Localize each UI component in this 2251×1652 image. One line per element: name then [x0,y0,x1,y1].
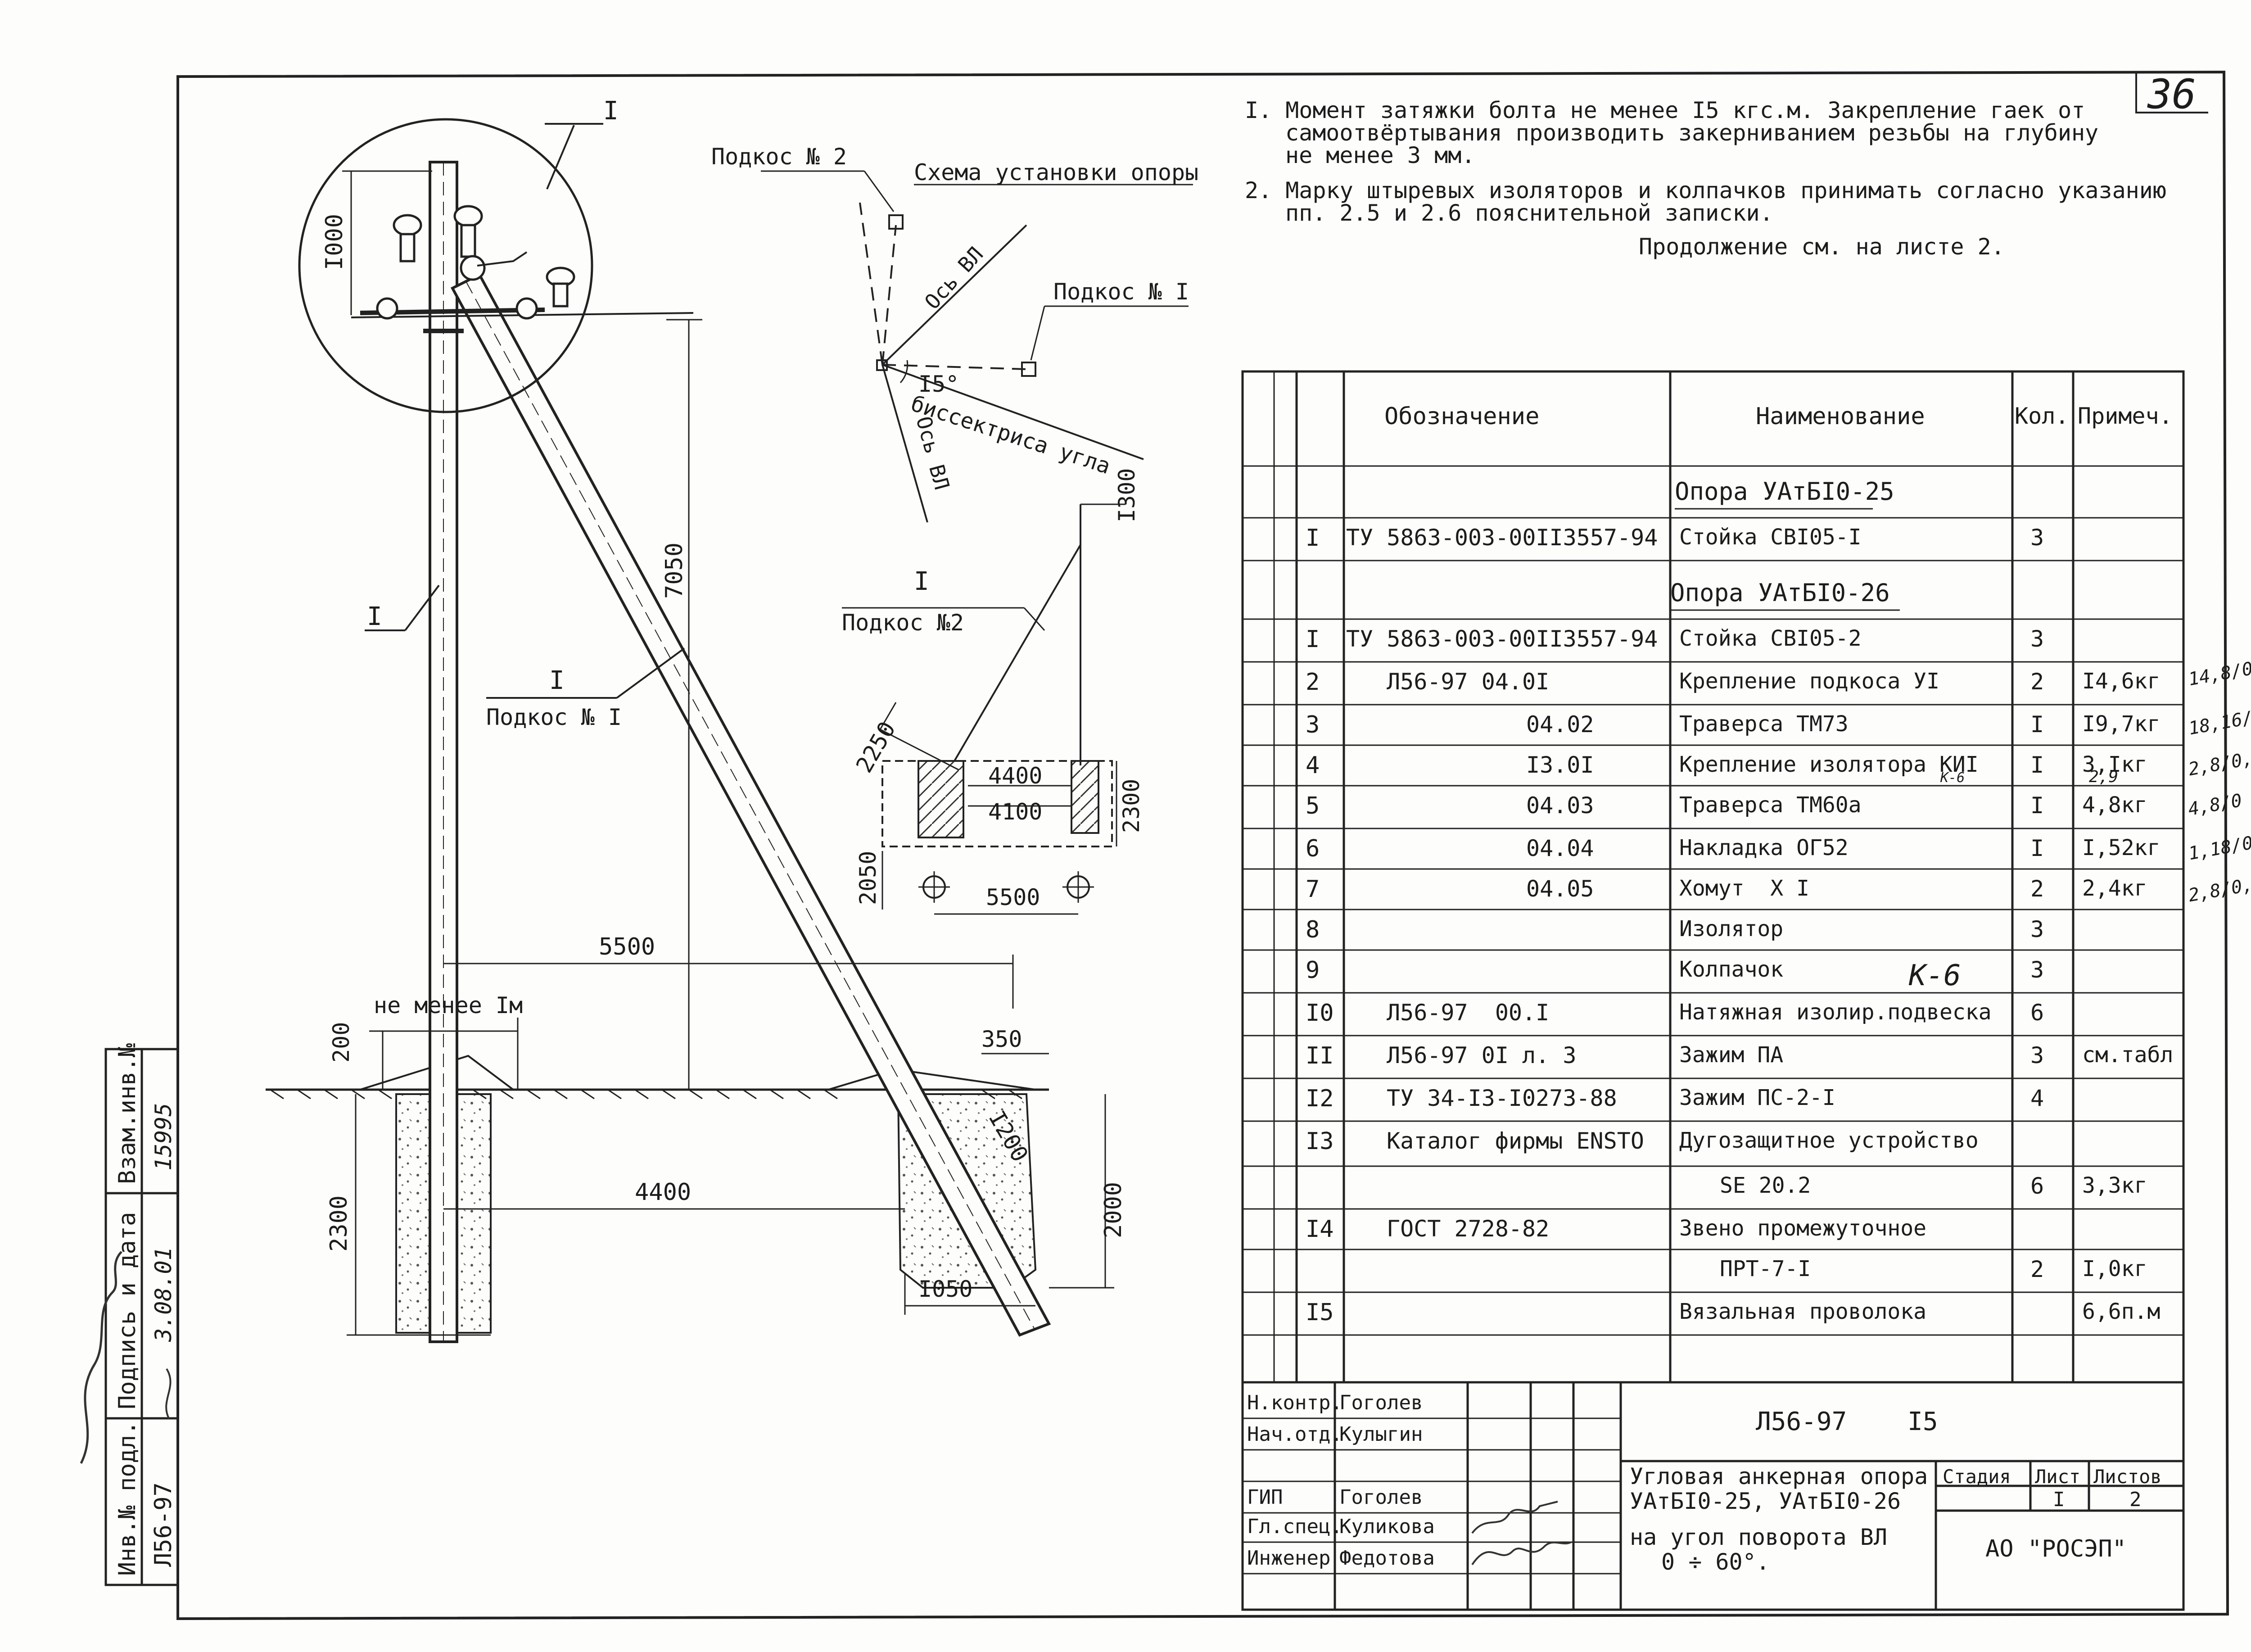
note-2-line-2: пп. 2.5 и 2.6 пояснительной записки. [1285,200,1773,226]
callout-top: I [603,96,619,126]
scheme-axis-top: Ось ВЛ [920,242,988,314]
dim-350: 350 [981,1026,1022,1052]
signature-side-2 [165,1368,172,1419]
elevation-callouts [365,123,685,699]
detail-dim-2300: 2300 [1118,779,1144,833]
callout-post: I [367,602,382,631]
pit-detail [842,503,1126,915]
detail-dim-4400: 4400 [988,763,1042,789]
signature-kulikova [1471,1501,1558,1534]
side-stamp-sign-label: Подпись и дата [114,1212,141,1409]
sheet-number: 36 [2147,71,2196,118]
side-stamp-swap-label: Взам.инв.№ [114,1043,141,1184]
detail-dim-4100: 4100 [988,799,1042,825]
scheme-angle: I5° [918,371,959,397]
signature-side-1 [80,1251,122,1464]
min-1m-label: не менее Iм [374,992,523,1018]
pole-elevation [266,118,1051,1343]
sheet-number-box [2135,72,2208,113]
scheme-title: Схема установки опоры [914,159,1198,186]
side-stamp [104,1048,179,1586]
spec-table-grid [1241,370,2185,1384]
side-stamp-swap-value: 15995 [150,1103,176,1171]
detail-dim-1300: I300 [1114,468,1140,522]
dim-1000: I000 [321,214,348,270]
detail-dim-5500: 5500 [986,884,1040,910]
callout-brace: I [549,666,565,695]
title-block-grid [1241,1381,2185,1611]
insulator-icons [376,205,575,320]
note-1-line-2: самоотвёртывания производить закернивани… [1285,120,2098,146]
detail-brace-2: Подкос №2 [842,610,964,636]
conductor-wire [477,251,528,267]
dim-5500: 5500 [599,933,655,960]
detail-callout: I [914,567,929,596]
side-stamp-inv-value: Л56-97 [150,1482,177,1567]
dim-2300: 2300 [325,1195,353,1252]
dim-1050: I050 [918,1276,972,1302]
dim-2000: 2000 [1100,1182,1127,1238]
dim-4400: 4400 [635,1179,691,1206]
note-1-line-3: не менее 3 мм. [1285,142,1475,168]
detail-dim-2050: 2050 [855,851,881,905]
detail-dim-2250: 2250 [851,717,900,777]
note-continuation: Продолжение см. на листе 2. [1639,234,2005,260]
dim-7050: 7050 [661,543,688,599]
elevation-dimensions [342,170,1114,1336]
scheme-brace-2: Подкос № 2 [711,144,847,170]
side-stamp-date-value: 3.08.01 [150,1247,176,1342]
dim-200: 200 [328,1022,354,1063]
installation-scheme [761,170,1193,523]
note-1-line-1: I. Момент затяжки болта не менее I5 кгс.… [1245,97,2085,123]
note-2-line-1: 2. Марку штыревых изоляторов и колпачков… [1245,177,2166,204]
title-block-rows [1243,1417,1621,1575]
spec-table-rows [1243,465,2183,1336]
brace-label: Подкос № I [486,704,622,730]
signature-fedotova [1471,1541,1572,1566]
side-stamp-inv-label: Инв.№ подл. [114,1421,141,1576]
scheme-brace-1: Подкос № I [1053,279,1189,305]
